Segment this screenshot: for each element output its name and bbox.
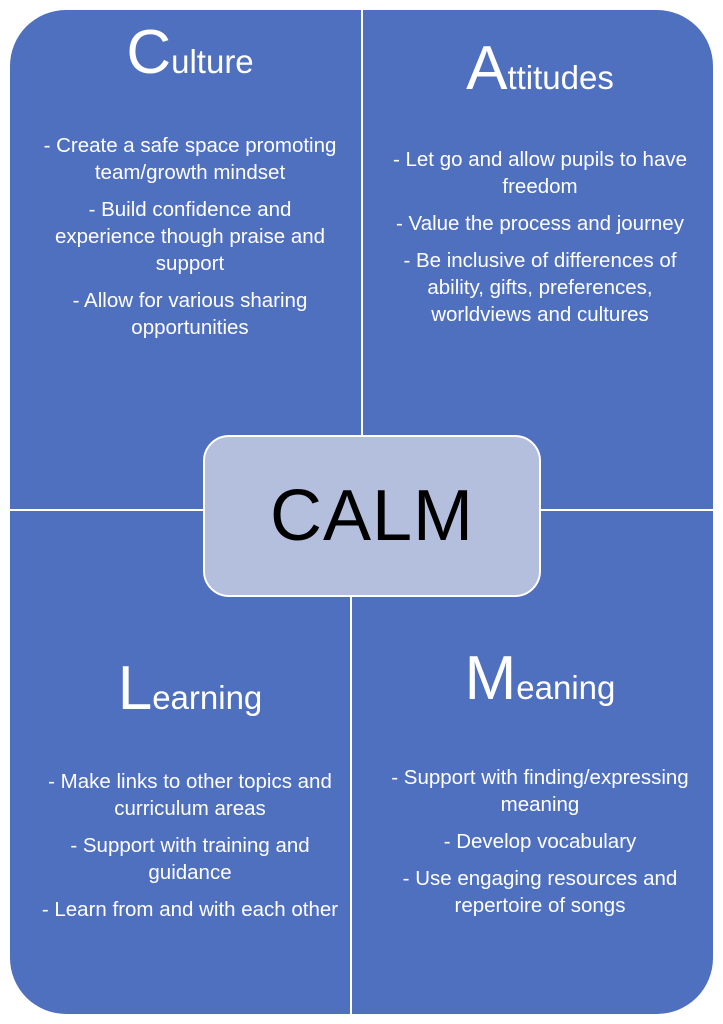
- culture-initial: C: [126, 18, 172, 87]
- attitudes-initial: A: [466, 34, 508, 103]
- quadrant-learning: Learning - Make links to other topics an…: [40, 658, 340, 933]
- meaning-points: - Support with finding/expressing meanin…: [385, 764, 695, 919]
- attitudes-point: - Be inclusive of differences of ability…: [403, 249, 677, 326]
- meaning-initial: M: [464, 644, 517, 713]
- quadrant-attitudes: Attitudes - Let go and allow pupils to h…: [385, 38, 695, 338]
- learning-heading-rest: earning: [152, 679, 263, 716]
- vertical-divider-top: [361, 10, 363, 510]
- meaning-heading: Meaning: [385, 648, 695, 710]
- culture-heading-rest: ulture: [171, 43, 254, 80]
- attitudes-points: - Let go and allow pupils to have freedo…: [385, 146, 695, 328]
- center-label: CALM: [269, 476, 475, 556]
- meaning-heading-rest: eaning: [516, 669, 616, 706]
- learning-point: - Learn from and with each other: [41, 898, 339, 921]
- culture-point: - Create a safe space promoting team/gro…: [43, 134, 337, 184]
- culture-point: - Allow for various sharing opportunitie…: [72, 289, 308, 339]
- quadrant-meaning: Meaning - Support with finding/expressin…: [385, 648, 695, 929]
- culture-point: - Build confidence and experience though…: [54, 198, 326, 275]
- attitudes-point: - Value the process and journey: [396, 212, 684, 235]
- attitudes-point: - Let go and allow pupils to have freedo…: [392, 148, 688, 198]
- learning-initial: L: [117, 654, 153, 723]
- learning-heading: Learning: [40, 658, 340, 720]
- learning-points: - Make links to other topics and curricu…: [40, 768, 340, 923]
- learning-point: - Make links to other topics and curricu…: [48, 770, 332, 820]
- quadrant-culture: Culture - Create a safe space promoting …: [40, 22, 340, 351]
- learning-point: - Support with training and guidance: [70, 834, 310, 884]
- attitudes-heading: Attitudes: [385, 38, 695, 100]
- attitudes-heading-rest: ttitudes: [507, 59, 614, 96]
- meaning-point: - Use engaging resources and repertoire …: [402, 867, 678, 917]
- vertical-divider-bottom: [350, 510, 352, 1014]
- culture-heading: Culture: [40, 22, 340, 84]
- calm-diagram: Culture - Create a safe space promoting …: [10, 10, 713, 1014]
- center-box: CALM: [203, 435, 541, 597]
- meaning-point: - Develop vocabulary: [443, 830, 637, 853]
- meaning-point: - Support with finding/expressing meanin…: [391, 766, 689, 816]
- culture-points: - Create a safe space promoting team/gro…: [40, 132, 340, 341]
